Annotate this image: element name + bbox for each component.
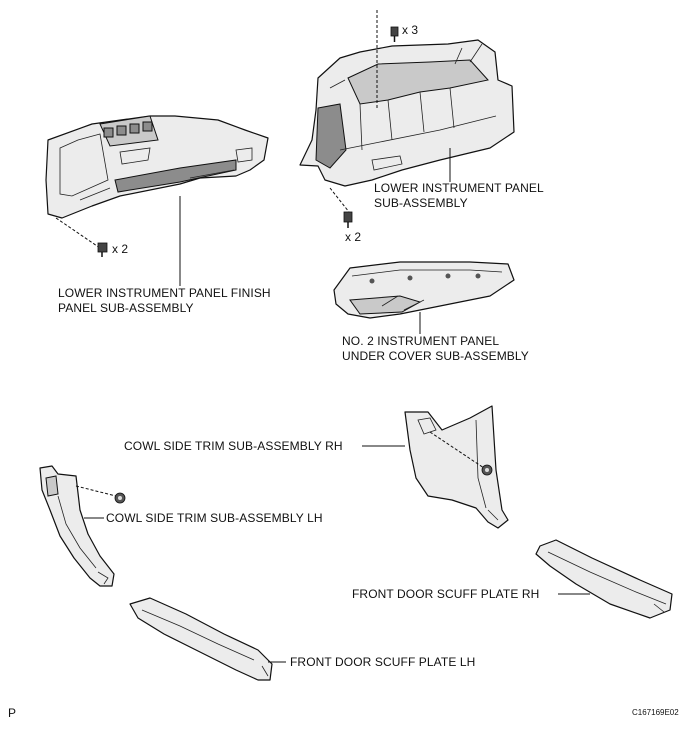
finish-panel-part [45, 115, 269, 219]
corner-letter: P [8, 706, 17, 720]
finish-panel-label-line-2: PANEL SUB-ASSEMBLY [58, 301, 194, 315]
lower-panel-screw-qty: x 2 [345, 230, 362, 244]
lower-panel-screw-icon [343, 211, 353, 228]
cowl-side-trim-rh-part [404, 405, 509, 529]
scuff-plate-lh-part [129, 597, 273, 681]
cowl-lh-clip-icon [114, 492, 126, 504]
lower-panel-label-line-2: SUB-ASSEMBLY [374, 196, 468, 210]
scuff-rh-label: FRONT DOOR SCUFF PLATE RH [352, 587, 540, 601]
cowl-lh-label: COWL SIDE TRIM SUB-ASSEMBLY LH [106, 511, 323, 525]
under-cover-part [333, 261, 515, 319]
under-cover-label-line-1: NO. 2 INSTRUMENT PANEL [342, 334, 500, 348]
finish-panel-screw-icon [97, 242, 108, 257]
cowl-rh-clip-guide-line [429, 431, 485, 469]
lower-instrument-panel-part [299, 39, 515, 187]
cowl-lh-clip-guide-line [75, 485, 117, 497]
finish-panel-screw-qty: x 2 [112, 242, 129, 256]
figure-code: C167169E02 [632, 708, 679, 717]
finish-panel-label-line-1: LOWER INSTRUMENT PANEL FINISH [58, 286, 271, 300]
scuff-plate-rh-part [535, 539, 673, 619]
top-screw-qty: x 3 [402, 23, 419, 37]
lower-panel-label-line-1: LOWER INSTRUMENT PANEL [374, 181, 544, 195]
finish-panel-screw-guide-line [55, 217, 101, 249]
finish-panel-label: LOWER INSTRUMENT PANEL FINISH PANEL SUB-… [58, 286, 271, 316]
under-cover-label-line-2: UNDER COVER SUB-ASSEMBLY [342, 349, 529, 363]
scuff-lh-label: FRONT DOOR SCUFF PLATE LH [290, 655, 476, 669]
lower-panel-label: LOWER INSTRUMENT PANEL SUB-ASSEMBLY [374, 181, 544, 211]
cowl-rh-label: COWL SIDE TRIM SUB-ASSEMBLY RH [124, 439, 343, 453]
cowl-rh-clip-icon [481, 464, 493, 476]
top-screw-icon [390, 26, 399, 42]
lower-panel-screw-guide-line [329, 187, 350, 213]
under-cover-label: NO. 2 INSTRUMENT PANEL UNDER COVER SUB-A… [342, 334, 529, 364]
cowl-side-trim-lh-part [39, 465, 115, 587]
